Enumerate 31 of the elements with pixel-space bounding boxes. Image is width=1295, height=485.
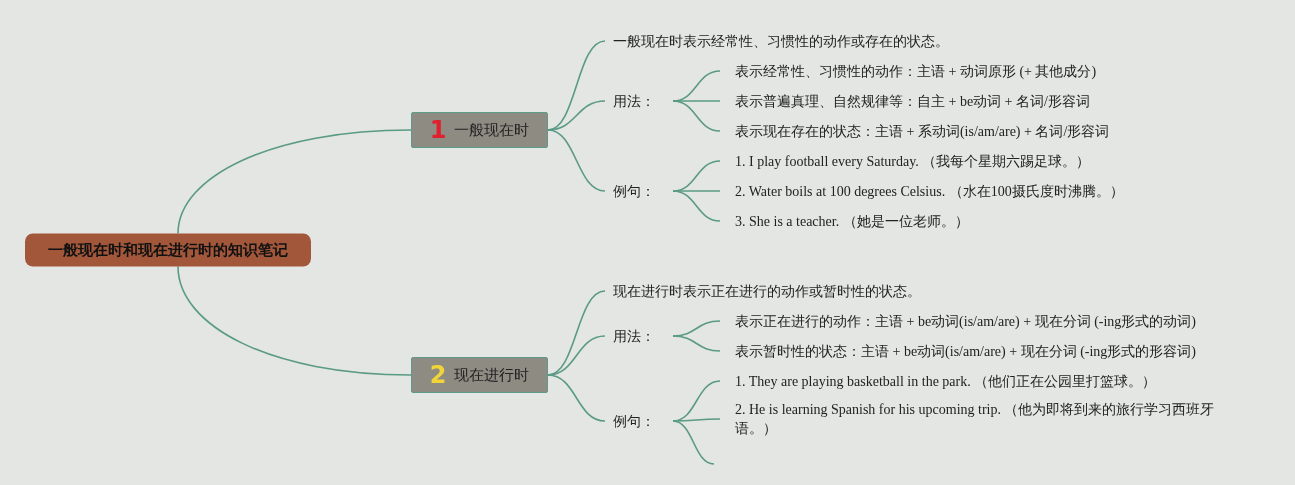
connector (672, 100, 721, 132)
branch-text: 1. They are playing basketball in the park. （他们正在公园里打篮球。） (720, 371, 1157, 391)
central-topic-box: 一般现在时和现在进行时的知识笔记 (25, 233, 311, 267)
branch-text: 表示普遍真理、自然规律等：自主 + be动词 + 名词/形容词 (720, 91, 1090, 111)
topic-label: 一般现在时 (454, 120, 530, 140)
branch-text: 一般现在时表示经常性、习惯性的动作或存在的状态。 (605, 31, 949, 51)
branch-text: 表示经常性、习惯性的动作：主语 + 动词原形 (+ 其他成分) (720, 61, 1097, 81)
branch-text: 2. He is learning Spanish for his upcoming trip. （他为即将到来的旅行学习西班牙语。） (720, 400, 1230, 438)
connector (672, 420, 715, 465)
branch-text: 1. I play football every Saturday. （我每个星期六踢足球。） (720, 151, 1091, 171)
branch-label: 用法： (605, 91, 673, 111)
branch-text: 3. She is a teacher. （她是一位老师。） (720, 211, 969, 231)
topic-number: 1 (429, 116, 447, 144)
branch-label: 例句： (605, 181, 673, 201)
topic-box (411, 357, 548, 393)
branch-text: 表示正在进行的动作：主语 + be动词(is/am/are) + 现在分词 (-ing形式的动词) (720, 311, 1196, 331)
branch-label: 用法： (605, 326, 673, 346)
connector (672, 190, 721, 222)
connector (177, 129, 412, 235)
branch-text: 表示现在存在的状态：主语 + 系动词(is/am/are) + 名词/形容词 (720, 121, 1110, 141)
connector (177, 265, 412, 376)
connector (547, 374, 606, 422)
topic-number: 2 (429, 361, 447, 389)
branch-text: 现在进行时表示正在进行的动作或暂时性的状态。 (605, 281, 921, 301)
topic-label: 现在进行时 (454, 365, 530, 385)
connector (547, 129, 606, 192)
connector (672, 335, 721, 352)
branch-label: 例句： (605, 411, 673, 431)
topic-box (411, 112, 548, 148)
branch-text: 表示暂时性的状态：主语 + be动词(is/am/are) + 现在分词 (-ing形式的形容词) (720, 341, 1196, 361)
branch-text: 2. Water boils at 100 degrees Celsius. （水在100摄氏度时沸腾。） (720, 181, 1124, 201)
